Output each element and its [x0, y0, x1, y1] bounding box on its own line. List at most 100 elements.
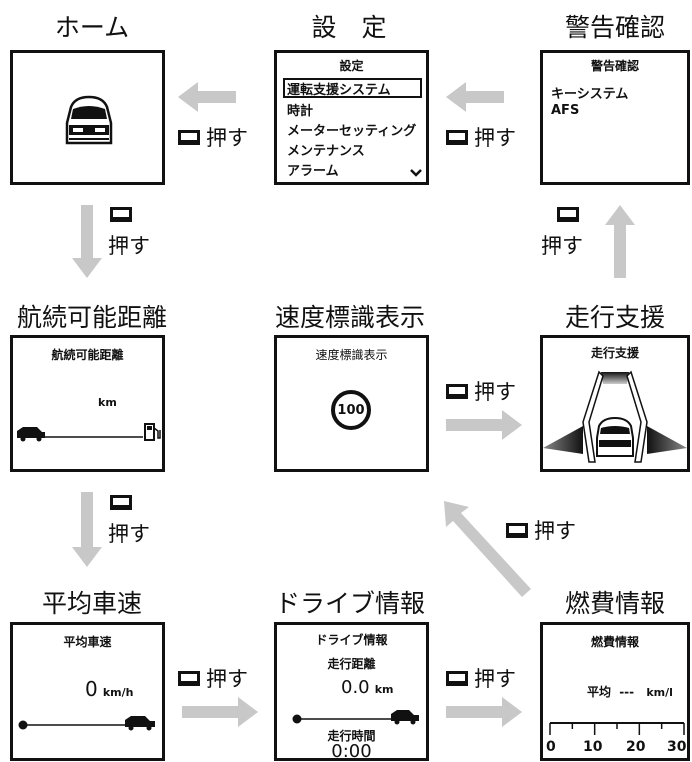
- settings-title: 設 定: [311, 13, 387, 42]
- drive-time-label: 走行時間: [327, 729, 376, 743]
- push-label: 押す: [108, 234, 150, 258]
- settings-item-driving-assist[interactable]: 運転支援システム: [287, 83, 391, 98]
- avgspeed-title: 平均車速: [41, 589, 142, 618]
- avgspeed-readout: 0 km/h: [85, 677, 133, 701]
- home-screen: [10, 50, 165, 185]
- fuel-readout: 平均 --- km/l: [587, 683, 673, 700]
- settings-screen: 設定 運転支援システム 時計 メーターセッティング メンテナンス アラーム: [274, 50, 429, 185]
- fuel-tick-30: 30: [667, 739, 687, 755]
- range-title: 航続可能距離: [16, 303, 167, 332]
- warning-header: 警告確認: [590, 59, 639, 73]
- avgspeed-graph: [18, 716, 155, 731]
- arrow-icon: [178, 82, 236, 112]
- drive-distance-readout: 0.0 km: [341, 677, 394, 698]
- push-label: 押す: [474, 667, 516, 691]
- avgspeed-header: 平均車速: [63, 635, 112, 649]
- car-icon: [17, 427, 45, 442]
- range-unit: km: [98, 396, 117, 409]
- drive-distance-unit: km: [374, 683, 394, 696]
- arrow-icon: [605, 205, 635, 278]
- speed-sign: 100: [331, 390, 371, 430]
- sign-screen: 速度標識表示 100: [274, 335, 429, 472]
- range-header: 航続可能距離: [51, 348, 124, 362]
- button-icon: [446, 383, 468, 399]
- push-fuel-diag: 押す: [506, 515, 576, 545]
- push-sign: 押す: [446, 376, 516, 406]
- home-title: ホーム: [54, 13, 130, 42]
- push-label: 押す: [206, 126, 248, 150]
- sign-title: 速度標識表示: [274, 303, 425, 332]
- push-label: 押す: [474, 380, 516, 404]
- sign-header: 速度標識表示: [315, 348, 388, 362]
- settings-header: 設定: [339, 59, 364, 73]
- drive-title: ドライブ情報: [274, 589, 425, 618]
- push-drive: 押す: [446, 663, 516, 693]
- fuel-pump-icon: [144, 423, 161, 441]
- fuel-tick-0: 0: [546, 739, 556, 755]
- button-icon: [178, 670, 200, 686]
- push-label: 押す: [474, 126, 516, 150]
- settings-item-maintenance[interactable]: メンテナンス: [287, 144, 365, 159]
- warning-screen: 警告確認 キーシステム AFS: [540, 50, 690, 185]
- drive-distance-label: 走行距離: [327, 657, 376, 671]
- push-label: 押す: [108, 522, 150, 546]
- arrow-icon: [182, 697, 258, 727]
- push-avgspeed: 押す: [178, 663, 248, 693]
- chevron-down-icon: [410, 169, 422, 177]
- fuel-tick-10: 10: [583, 739, 603, 755]
- arrow-icon: [72, 205, 102, 278]
- drive-screen: ドライブ情報 走行距離 0.0 km 走行時間 0:00: [274, 622, 429, 762]
- car-icon: [596, 416, 634, 457]
- push-label: 押す: [534, 519, 576, 543]
- assist-graphic: [543, 370, 687, 463]
- warning-item-key-system: キーシステム: [551, 87, 629, 102]
- speed-sign-value: 100: [337, 402, 365, 418]
- button-icon: [506, 522, 528, 538]
- drive-header: ドライブ情報: [315, 633, 388, 647]
- assist-title: 走行支援: [564, 303, 665, 332]
- settings-item-alarm[interactable]: アラーム: [287, 164, 339, 179]
- button-icon: [446, 129, 468, 145]
- settings-item-clock[interactable]: 時計: [287, 104, 314, 119]
- arrow-icon: [446, 82, 504, 112]
- assist-header: 走行支援: [590, 346, 639, 360]
- drive-graph: [292, 710, 419, 725]
- car-icon: [65, 95, 113, 145]
- drive-time-value: 0:00: [331, 741, 372, 762]
- push-home: 押す: [178, 122, 248, 152]
- push-range-group: 押す: [108, 207, 150, 260]
- button-icon: [110, 495, 132, 510]
- button-icon: [557, 207, 579, 222]
- fuel-unit: km/l: [646, 686, 673, 699]
- fuel-title: 燃費情報: [564, 589, 665, 618]
- button-icon: [110, 207, 132, 222]
- range-screen: 航続可能距離 km: [10, 335, 165, 472]
- assist-screen: 走行支援: [540, 335, 690, 472]
- fuel-tick-20: 20: [626, 739, 646, 755]
- button-icon: [178, 129, 200, 145]
- avgspeed-unit: km/h: [102, 686, 134, 699]
- fuel-avg-label: 平均: [587, 685, 612, 699]
- arrow-icon: [444, 501, 531, 597]
- arrow-icon: [446, 697, 522, 727]
- avgspeed-screen: 平均車速 0 km/h: [10, 622, 165, 761]
- push-settings: 押す: [446, 122, 516, 152]
- push-avg-group: 押す: [108, 495, 150, 548]
- range-graph: [17, 423, 161, 442]
- fuel-scale: [549, 722, 685, 735]
- fuel-header: 燃費情報: [590, 635, 639, 649]
- car-icon: [391, 710, 419, 725]
- push-warning-group: 押す: [541, 207, 583, 260]
- push-label: 押す: [206, 667, 248, 691]
- drive-distance-value: 0.0: [341, 677, 370, 698]
- avgspeed-value: 0: [85, 677, 98, 701]
- fuel-avg-value: ---: [619, 685, 635, 699]
- arrow-icon: [72, 492, 102, 567]
- warning-item-afs: AFS: [551, 103, 580, 118]
- settings-selection-box[interactable]: [283, 78, 422, 98]
- warning-title: 警告確認: [564, 13, 665, 42]
- car-icon: [125, 716, 155, 731]
- button-icon: [446, 670, 468, 686]
- settings-item-meter-setting[interactable]: メーターセッティング: [287, 124, 417, 139]
